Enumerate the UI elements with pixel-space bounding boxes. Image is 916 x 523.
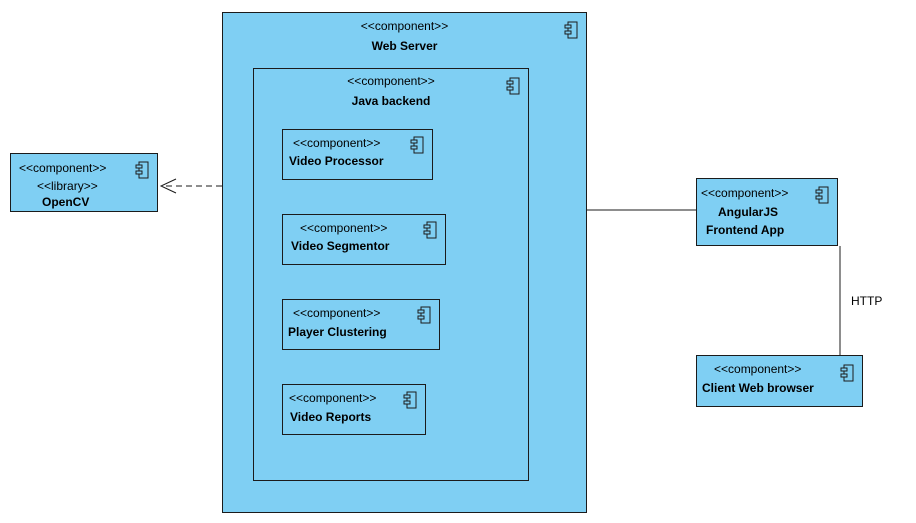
component-icon — [403, 391, 417, 409]
video-processor-name: Video Processor — [289, 154, 384, 168]
java-backend-name: Java backend — [351, 94, 431, 108]
opencv-library-stereotype: <<library>> — [37, 179, 98, 193]
video-segmentor-component[interactable]: <<component>> Video Segmentor — [282, 214, 446, 265]
java-backend-component[interactable]: <<component>> Java backend <<component>>… — [253, 68, 529, 481]
angular-frontend-component[interactable]: <<component>> AngularJS Frontend App — [696, 178, 838, 246]
web-server-stereotype: <<component>> — [360, 19, 449, 33]
component-icon — [417, 306, 431, 324]
component-icon — [564, 21, 578, 39]
video-processor-component[interactable]: <<component>> Video Processor — [282, 129, 433, 180]
component-icon — [815, 186, 829, 204]
video-reports-component[interactable]: <<component>> Video Reports — [282, 384, 426, 435]
angular-frontend-name-line1: AngularJS — [718, 205, 779, 219]
video-processor-stereotype: <<component>> — [293, 136, 381, 150]
component-icon — [423, 221, 437, 239]
web-server-component[interactable]: <<component>> Web Server <<component>> J… — [222, 12, 587, 513]
component-icon — [840, 364, 854, 382]
http-label: HTTP — [851, 294, 883, 308]
player-clustering-name: Player Clustering — [288, 325, 387, 339]
opencv-stereotype: <<component>> — [19, 161, 107, 175]
component-icon — [410, 136, 424, 154]
angular-frontend-name-line2: Frontend App — [706, 223, 785, 237]
dependency-arrowhead — [159, 178, 177, 194]
video-reports-name: Video Reports — [290, 410, 372, 424]
video-segmentor-stereotype: <<component>> — [300, 221, 388, 235]
component-icon — [506, 77, 520, 95]
client-browser-name: Client Web browser — [702, 381, 814, 395]
client-browser-stereotype: <<component>> — [714, 362, 802, 376]
java-backend-stereotype: <<component>> — [347, 74, 435, 88]
player-clustering-component[interactable]: <<component>> Player Clustering — [282, 299, 440, 350]
component-icon — [135, 161, 149, 179]
video-segmentor-name: Video Segmentor — [291, 239, 390, 253]
web-server-name: Web Server — [371, 39, 438, 53]
opencv-name: OpenCV — [42, 195, 90, 209]
opencv-component[interactable]: <<component>> <<library>> OpenCV — [10, 153, 158, 212]
player-clustering-stereotype: <<component>> — [293, 306, 381, 320]
angular-frontend-stereotype: <<component>> — [701, 186, 789, 200]
video-reports-stereotype: <<component>> — [289, 391, 377, 405]
client-browser-component[interactable]: <<component>> Client Web browser — [696, 355, 863, 407]
